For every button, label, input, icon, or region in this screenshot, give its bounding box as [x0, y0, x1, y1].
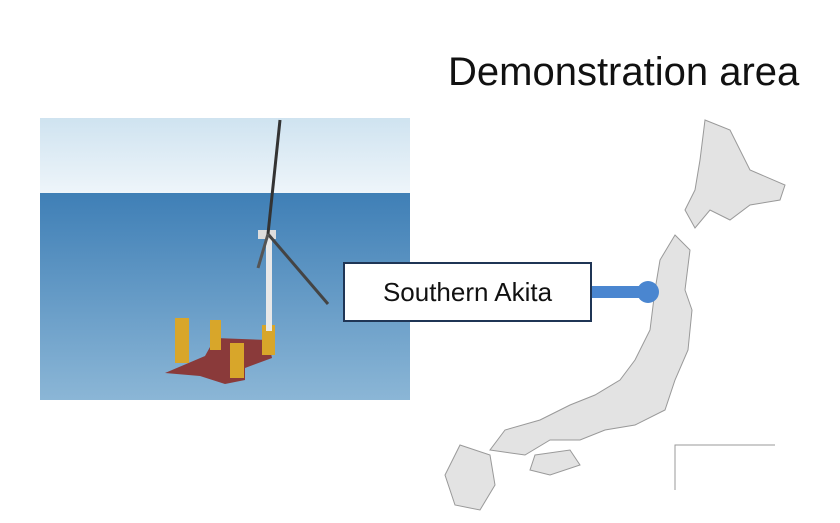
- location-connector-line: [592, 286, 644, 298]
- kyushu: [444, 444, 496, 511]
- honshu: [489, 234, 693, 456]
- floating-wind-turbine-illustration: [40, 118, 410, 400]
- location-label: Southern Akita: [382, 276, 553, 307]
- hokkaido: [684, 119, 786, 229]
- japan-map: [444, 119, 786, 511]
- inset-border: [674, 444, 775, 490]
- location-label-box: Southern Akita: [343, 262, 592, 322]
- location-marker: [637, 281, 659, 303]
- wind-turbine: [256, 119, 330, 331]
- shikoku: [529, 449, 581, 476]
- slide-title: Demonstration area: [448, 50, 800, 94]
- sky: [40, 118, 410, 193]
- floating-platform: [165, 318, 275, 384]
